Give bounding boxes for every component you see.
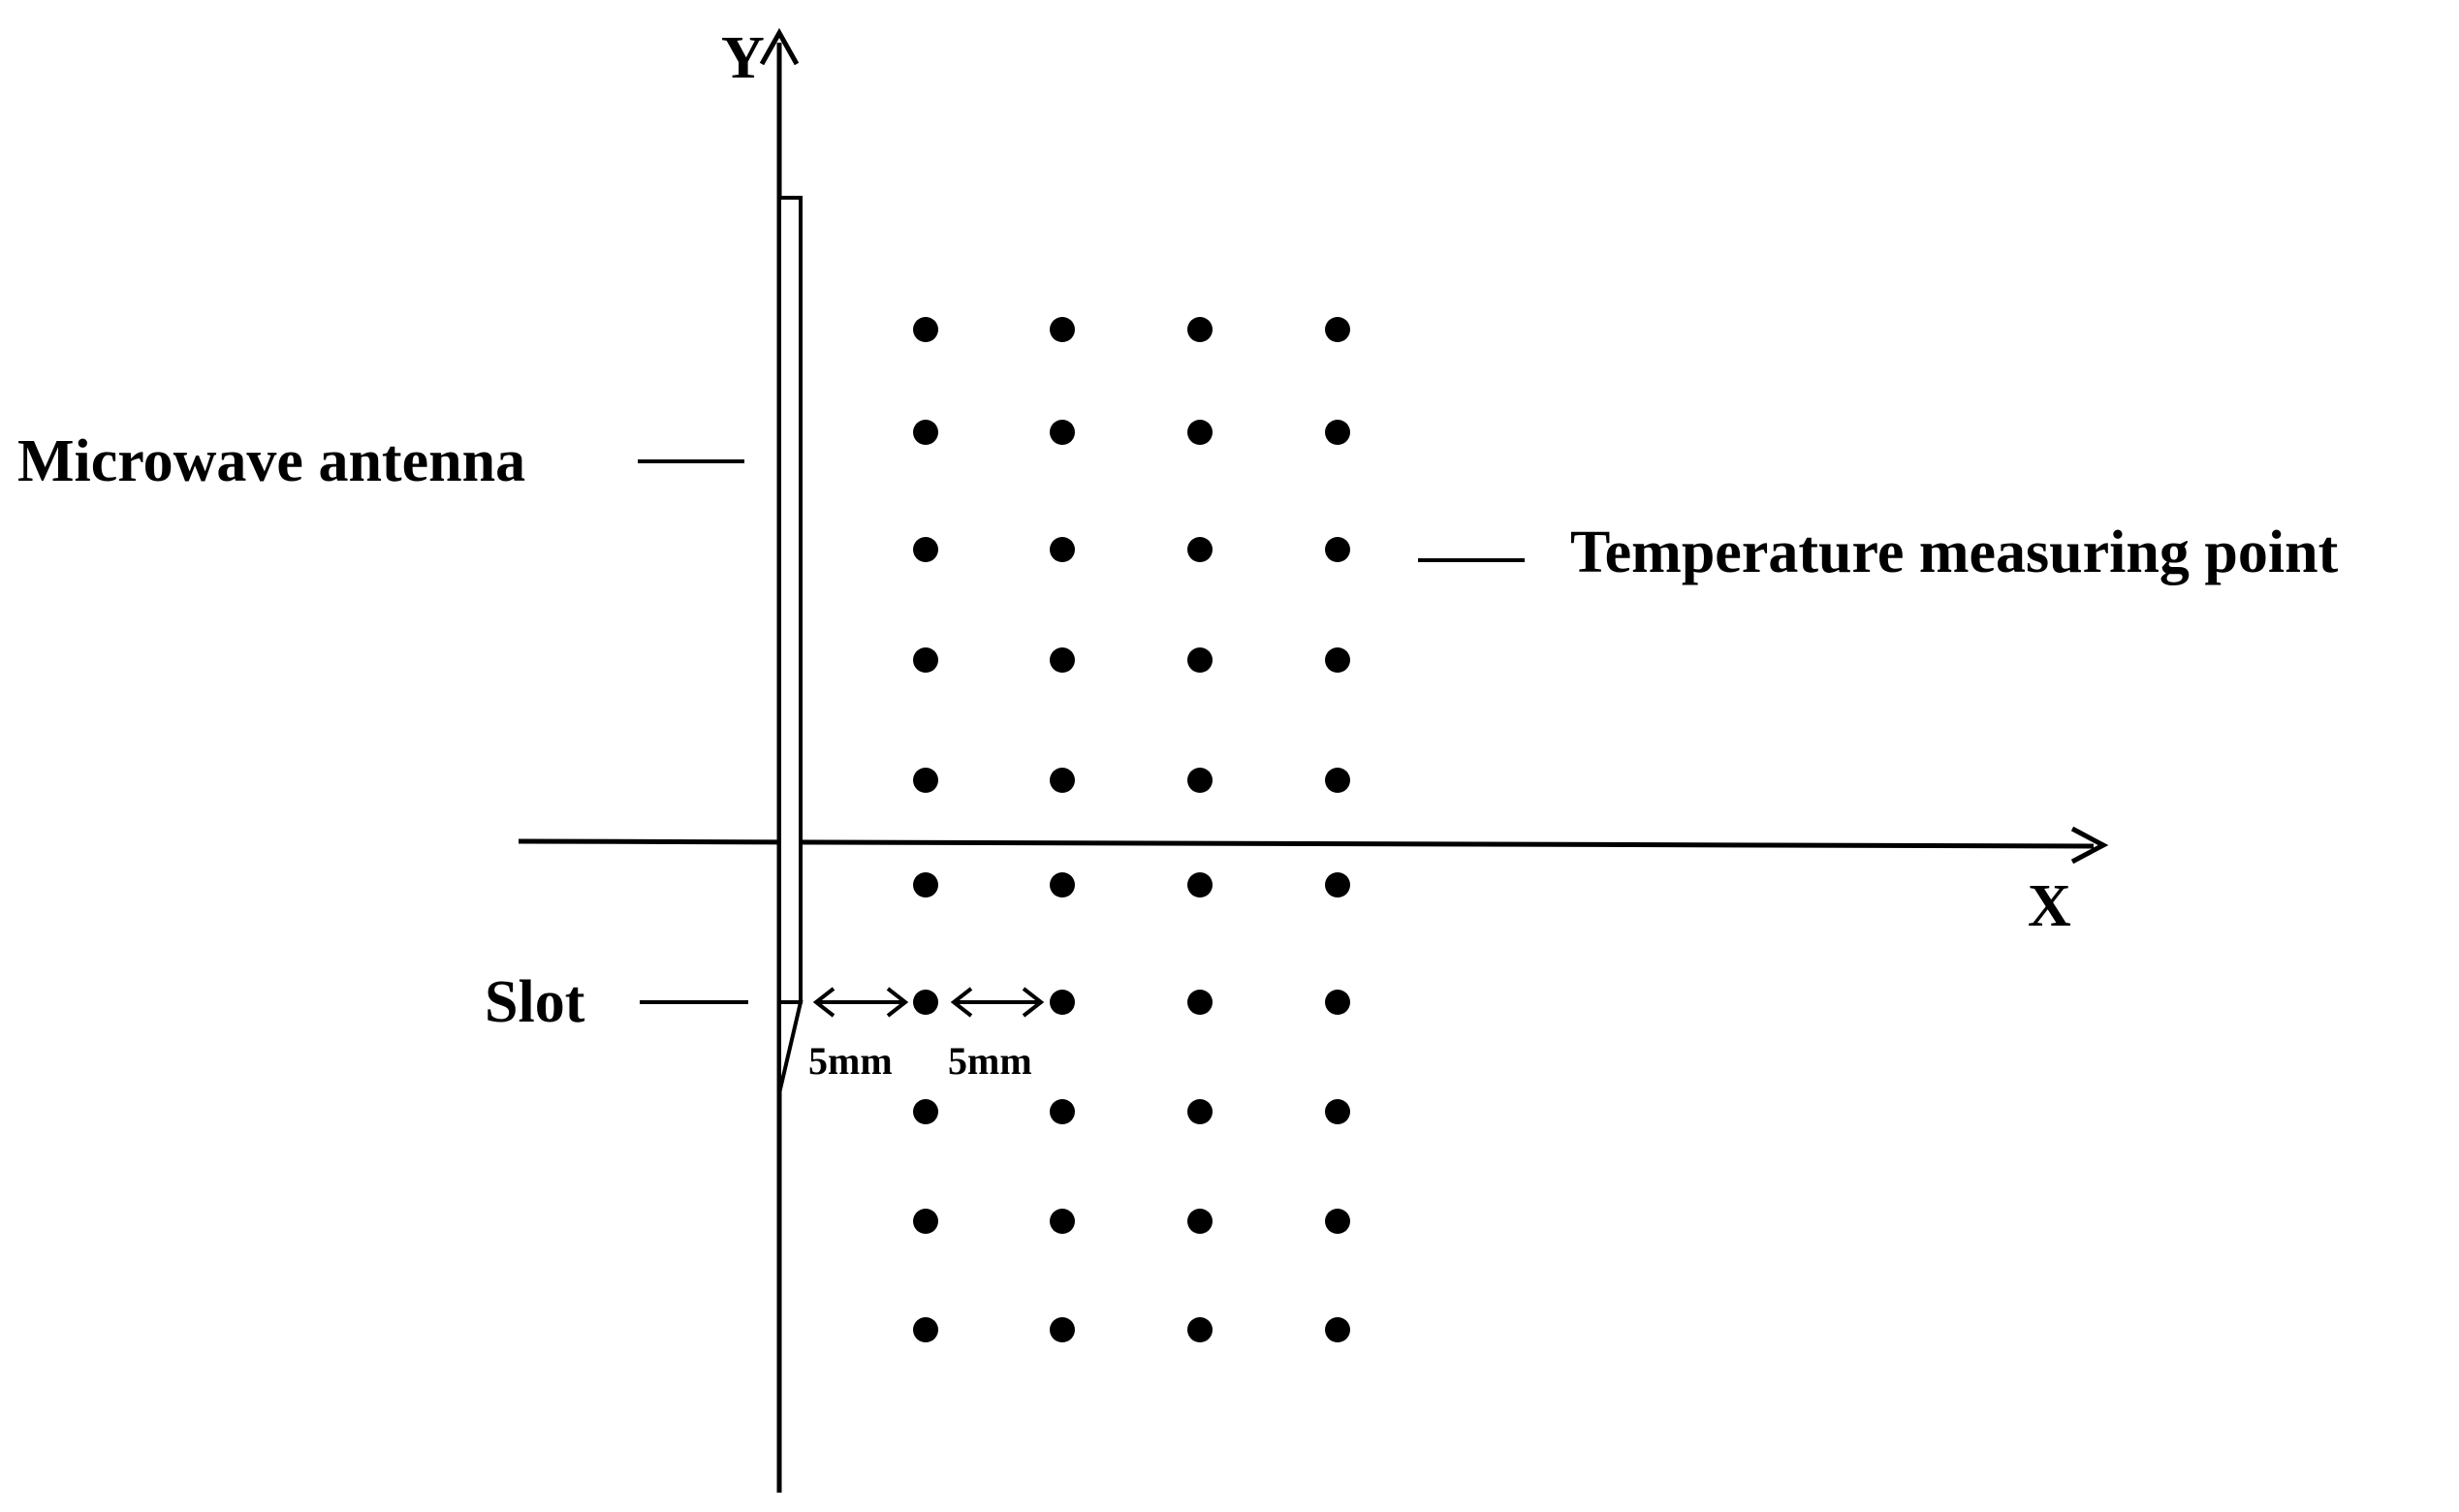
y-axis-arrowhead (759, 27, 800, 66)
spacing-label-1: 5mm (808, 1039, 893, 1083)
measuring-point-r8-c2 (1050, 1099, 1075, 1124)
x-axis (518, 838, 2095, 849)
measuring-point-r7-c3 (1187, 990, 1213, 1015)
measuring-point-r8-c4 (1325, 1099, 1350, 1124)
measuring-point-r1-c1 (913, 317, 938, 342)
measuring-point-r9-c1 (913, 1209, 938, 1234)
measuring-point-r4-c3 (1187, 647, 1213, 673)
measuring-point-r2-c1 (913, 420, 938, 445)
y-axis-label: Y (721, 25, 765, 91)
measuring-point-r10-c4 (1325, 1317, 1350, 1342)
spacing-arrow-1-left-head (812, 987, 835, 1018)
microwave-antenna (777, 196, 803, 1004)
antenna-tip (777, 1000, 804, 1094)
measuring-point-r9-c4 (1325, 1209, 1350, 1234)
measuring-point-r6-c1 (913, 872, 938, 898)
measuring-point-label: Temperature measuring point (1570, 520, 2339, 585)
measuring-point-r3-c4 (1325, 537, 1350, 562)
spacing-arrow-2-left-head (950, 987, 973, 1018)
measuring-point-r1-c2 (1050, 317, 1075, 342)
measuring-point-r10-c1 (913, 1317, 938, 1342)
measuring-point-r5-c3 (1187, 768, 1213, 793)
measuring-point-r3-c1 (913, 537, 938, 562)
measuring-point-r5-c1 (913, 768, 938, 793)
measuring-point-r8-c3 (1187, 1099, 1213, 1124)
measuring-point-r10-c2 (1050, 1317, 1075, 1342)
x-axis-arrowhead (2070, 826, 2109, 865)
x-axis-label: X (2028, 873, 2071, 939)
measuring-point-r9-c3 (1187, 1209, 1213, 1234)
measuring-point-r8-c1 (913, 1099, 938, 1124)
measuring-point-r7-c2 (1050, 990, 1075, 1015)
spacing-arrow-2-right-head (1022, 987, 1045, 1018)
measuring-point-r2-c3 (1187, 420, 1213, 445)
measuring-point-r4-c1 (913, 647, 938, 673)
measuring-point-r3-c2 (1050, 537, 1075, 562)
measuring-point-r3-c3 (1187, 537, 1213, 562)
measuring-point-r4-c2 (1050, 647, 1075, 673)
spacing-arrow-1-right-head (886, 987, 909, 1018)
measuring-point-r10-c3 (1187, 1317, 1213, 1342)
measuring-point-r5-c4 (1325, 768, 1350, 793)
slot-label: Slot (485, 969, 585, 1035)
measuring-point-r9-c2 (1050, 1209, 1075, 1234)
spacing-label-2: 5mm (948, 1039, 1032, 1083)
measuring-point-r1-c4 (1325, 317, 1350, 342)
measuring-point-r7-c4 (1325, 990, 1350, 1015)
measuring-point-r6-c3 (1187, 872, 1213, 898)
measuring-point-r2-c2 (1050, 420, 1075, 445)
antenna-label: Microwave antenna (17, 428, 525, 494)
measuring-point-r1-c3 (1187, 317, 1213, 342)
measuring-point-r6-c4 (1325, 872, 1350, 898)
measuring-point-r2-c4 (1325, 420, 1350, 445)
measuring-point-r4-c4 (1325, 647, 1350, 673)
measuring-point-r6-c2 (1050, 872, 1075, 898)
measuring-point-r7-c1 (913, 990, 938, 1015)
measuring-point-r5-c2 (1050, 768, 1075, 793)
measuring-point-grid (913, 317, 1350, 1342)
